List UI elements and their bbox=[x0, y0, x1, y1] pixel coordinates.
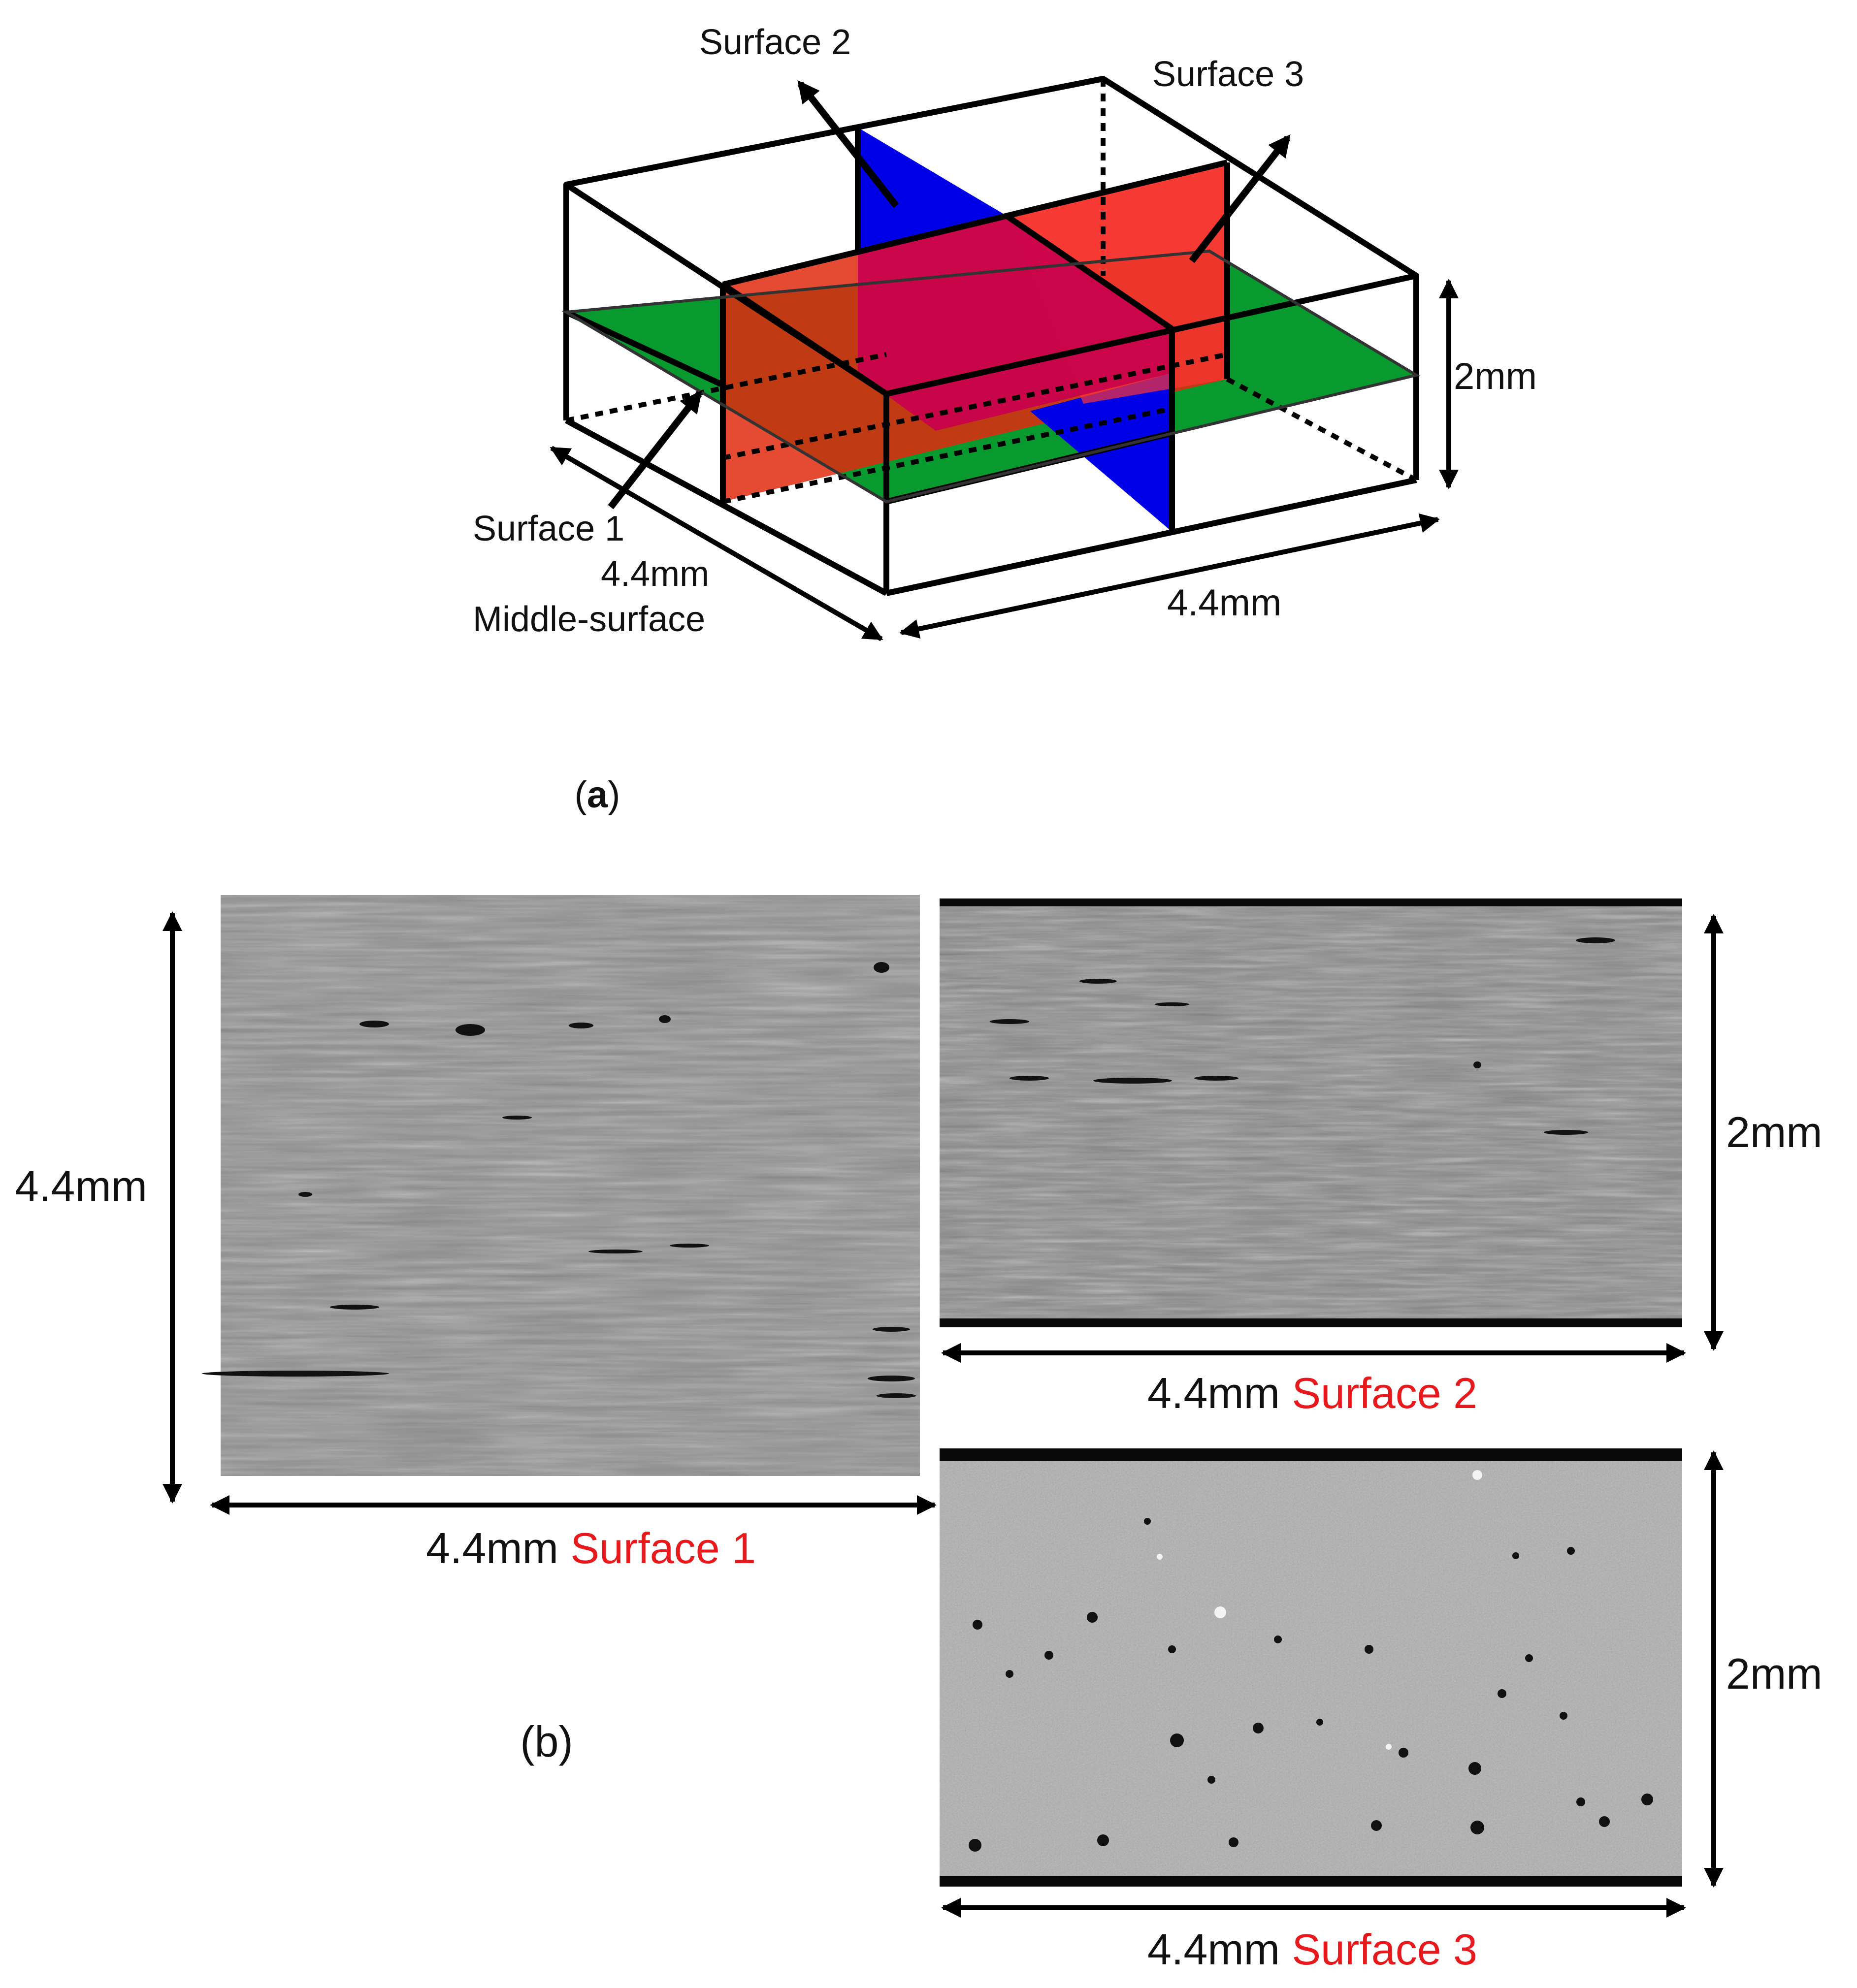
surface3-caption: 4.4mm Surface 3 bbox=[1147, 1925, 1477, 1974]
surface2-pores bbox=[990, 937, 1615, 1135]
surface2-pointer-arrow bbox=[797, 80, 899, 208]
panel-b-caption: (b) bbox=[520, 1717, 573, 1766]
plane-edge bbox=[1004, 213, 1174, 331]
surface1-caption: 4.4mm Surface 1 bbox=[426, 1524, 756, 1572]
overlap-region bbox=[858, 215, 1172, 431]
surface2-vertical-label: 2mm bbox=[1726, 1108, 1823, 1156]
surface2-image bbox=[940, 898, 1682, 1327]
depth-dimension-label: 4.4mm bbox=[601, 554, 709, 594]
box-edge bbox=[565, 309, 724, 388]
surface2-caption: 4.4mm Surface 2 bbox=[1147, 1369, 1477, 1417]
middle-surface-label: Middle-surface bbox=[473, 600, 705, 639]
surface3-label: Surface 3 bbox=[1152, 55, 1304, 94]
plane-edge bbox=[721, 282, 888, 396]
surface1-vertical-label: 4.4mm bbox=[15, 1162, 147, 1211]
surface3-image bbox=[940, 1448, 1682, 1887]
width-dimension-arrow bbox=[899, 513, 1440, 639]
surface1-image bbox=[202, 895, 920, 1476]
hidden-edge bbox=[565, 352, 887, 423]
plane-edge bbox=[722, 160, 1228, 288]
depth-dimension-arrow bbox=[550, 446, 883, 641]
panel-a-caption: (a) bbox=[575, 774, 620, 816]
width-dimension-label: 4.4mm bbox=[1167, 582, 1281, 624]
surface1-label: Surface 1 bbox=[473, 509, 624, 548]
surface1-pores bbox=[202, 962, 916, 1398]
surface3-bright-spots bbox=[1157, 1470, 1482, 1750]
surface3-vertical-label: 2mm bbox=[1726, 1649, 1823, 1698]
surface3-pointer-arrow bbox=[1189, 134, 1291, 263]
middle-surface-outline bbox=[561, 249, 1420, 504]
surface3-pores bbox=[969, 1518, 1653, 1852]
surface2-label: Surface 2 bbox=[699, 23, 851, 62]
surface2-plane-upper bbox=[858, 128, 1006, 251]
panel-a-diagram: Surface 2 Surface 3 2mm Surface 1 4.4mm … bbox=[473, 23, 1537, 816]
height-dimension-label: 2mm bbox=[1454, 355, 1537, 397]
hidden-edge bbox=[1226, 377, 1418, 482]
hidden-edge bbox=[722, 352, 1228, 460]
panel-b-images: 4.4mm 4.4mm Surface 1 2mm 4.4mm Surface … bbox=[15, 895, 1823, 1974]
